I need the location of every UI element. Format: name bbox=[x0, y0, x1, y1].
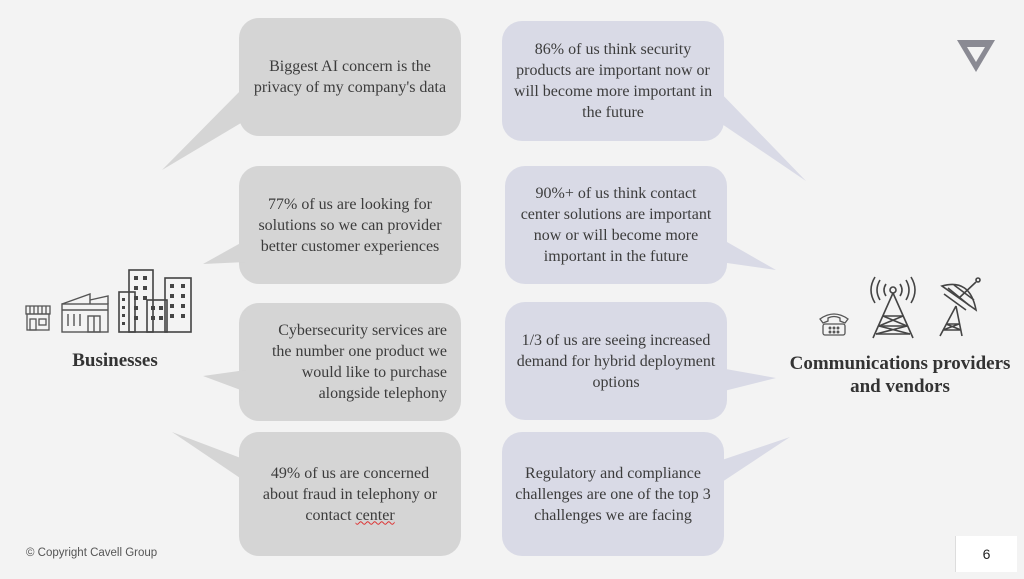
page-number: 6 bbox=[955, 536, 1017, 572]
telephone-icon bbox=[819, 313, 849, 336]
right-bubble-1 bbox=[502, 21, 806, 181]
left-bubble-4-text-main: 49% of us are concerned about fraud in t… bbox=[262, 464, 438, 503]
right-bubble-text-2: 90%+ of us think contact center solution… bbox=[520, 185, 712, 265]
left-bubble-2 bbox=[203, 166, 461, 284]
right-bubble-text-4: Regulatory and compliance challenges are… bbox=[515, 464, 711, 524]
factory-icon bbox=[61, 293, 109, 333]
left-bubble-text-3: Cybersecurity services are the number on… bbox=[239, 303, 461, 421]
businesses-label: Businesses bbox=[72, 350, 158, 371]
left-bubble-text-1: Biggest AI concern is the privacy of my … bbox=[253, 58, 447, 96]
providers-label: Communications providers and vendors bbox=[784, 352, 1016, 398]
left-bubble-4-text-mid: contact bbox=[305, 506, 356, 524]
right-bubble-3 bbox=[505, 302, 776, 420]
left-bubble-4-text-tail: center bbox=[355, 506, 395, 524]
left-bubble-text-4: 49% of us are concerned about fraud in t… bbox=[239, 432, 461, 556]
left-bubble-text-4-content: 49% of us are concerned about fraud in t… bbox=[252, 463, 448, 526]
right-bubble-text-1: 86% of us think security products are im… bbox=[513, 41, 713, 121]
left-bubble-4 bbox=[172, 432, 461, 556]
left-bubble-text-2: 77% of us are looking for solutions so w… bbox=[258, 195, 442, 255]
providers-label-line2: and vendors bbox=[850, 376, 950, 397]
office-buildings-icon bbox=[118, 269, 192, 333]
radio-tower-icon bbox=[870, 276, 916, 339]
left-bubble-3 bbox=[203, 303, 461, 421]
storefront-icon bbox=[25, 305, 51, 331]
left-bubble-text-3-content: Cybersecurity services are the number on… bbox=[271, 322, 447, 402]
triangle-logo-icon bbox=[957, 40, 995, 72]
right-bubble-2 bbox=[505, 166, 776, 284]
left-bubble-1 bbox=[162, 18, 461, 170]
satellite-dish-icon bbox=[939, 277, 981, 337]
copyright-text: © Copyright Cavell Group bbox=[26, 547, 158, 559]
right-bubble-4 bbox=[502, 432, 790, 556]
providers-label-line1: Communications providers bbox=[789, 353, 1011, 374]
right-bubble-text-3: 1/3 of us are seeing increased demand fo… bbox=[516, 331, 716, 391]
